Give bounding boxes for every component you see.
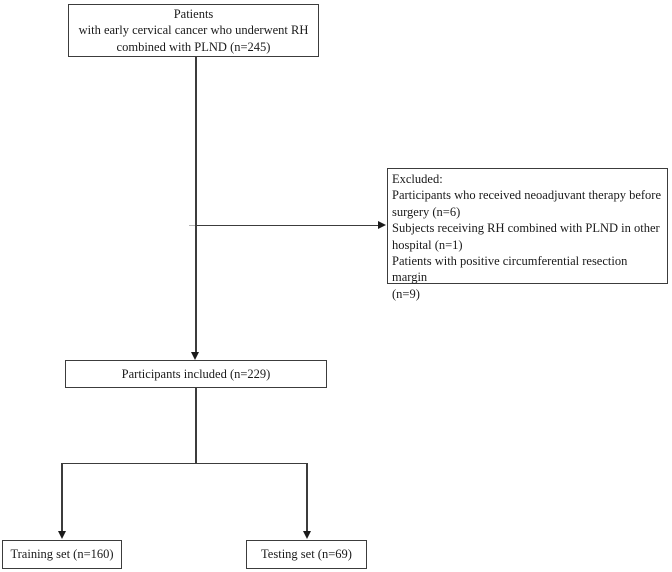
included-box-label: Participants included (n=229) [121,366,271,381]
excluded-box-line: Patients with positive circumferential r… [392,254,628,285]
arrowhead-down-included-icon [191,352,199,360]
excluded-box: Excluded: Participants who received neoa… [387,168,668,301]
included-box: Participants included (n=229) [65,360,327,388]
connector-testing-vertical [306,463,308,532]
arrowhead-right-excluded-icon [378,220,386,229]
connector-included-vertical [195,388,197,463]
excluded-box-line: Subjects receiving RH combined with PLND… [392,221,660,236]
junction-tick [189,225,195,226]
connector-split-horizontal [61,462,308,464]
connector-excluded-horizontal [196,224,379,226]
connector-main-vertical [195,57,197,353]
excluded-box-title: Excluded: [392,172,443,186]
patients-box: Patients with early cervical cancer who … [68,4,319,57]
patients-box-line: combined with PLND (n=245) [116,39,271,54]
training-box-label: Training set (n=160) [10,547,114,562]
training-box: Training set (n=160) [2,540,122,569]
excluded-box-line: (n=9) [392,286,420,301]
excluded-box-line: hospital (n=1) [392,237,463,252]
connector-training-vertical [61,463,63,532]
patients-box-line: with early cervical cancer who underwent… [78,23,309,38]
arrowhead-down-testing-icon [302,531,311,539]
patients-box-line: Patients [173,6,214,21]
testing-box-label: Testing set (n=69) [261,547,352,562]
excluded-box-line: surgery (n=6) [392,204,461,219]
testing-box: Testing set (n=69) [246,540,367,569]
arrowhead-down-training-icon [57,531,66,539]
excluded-box-line: Participants who received neoadjuvant th… [392,188,661,203]
